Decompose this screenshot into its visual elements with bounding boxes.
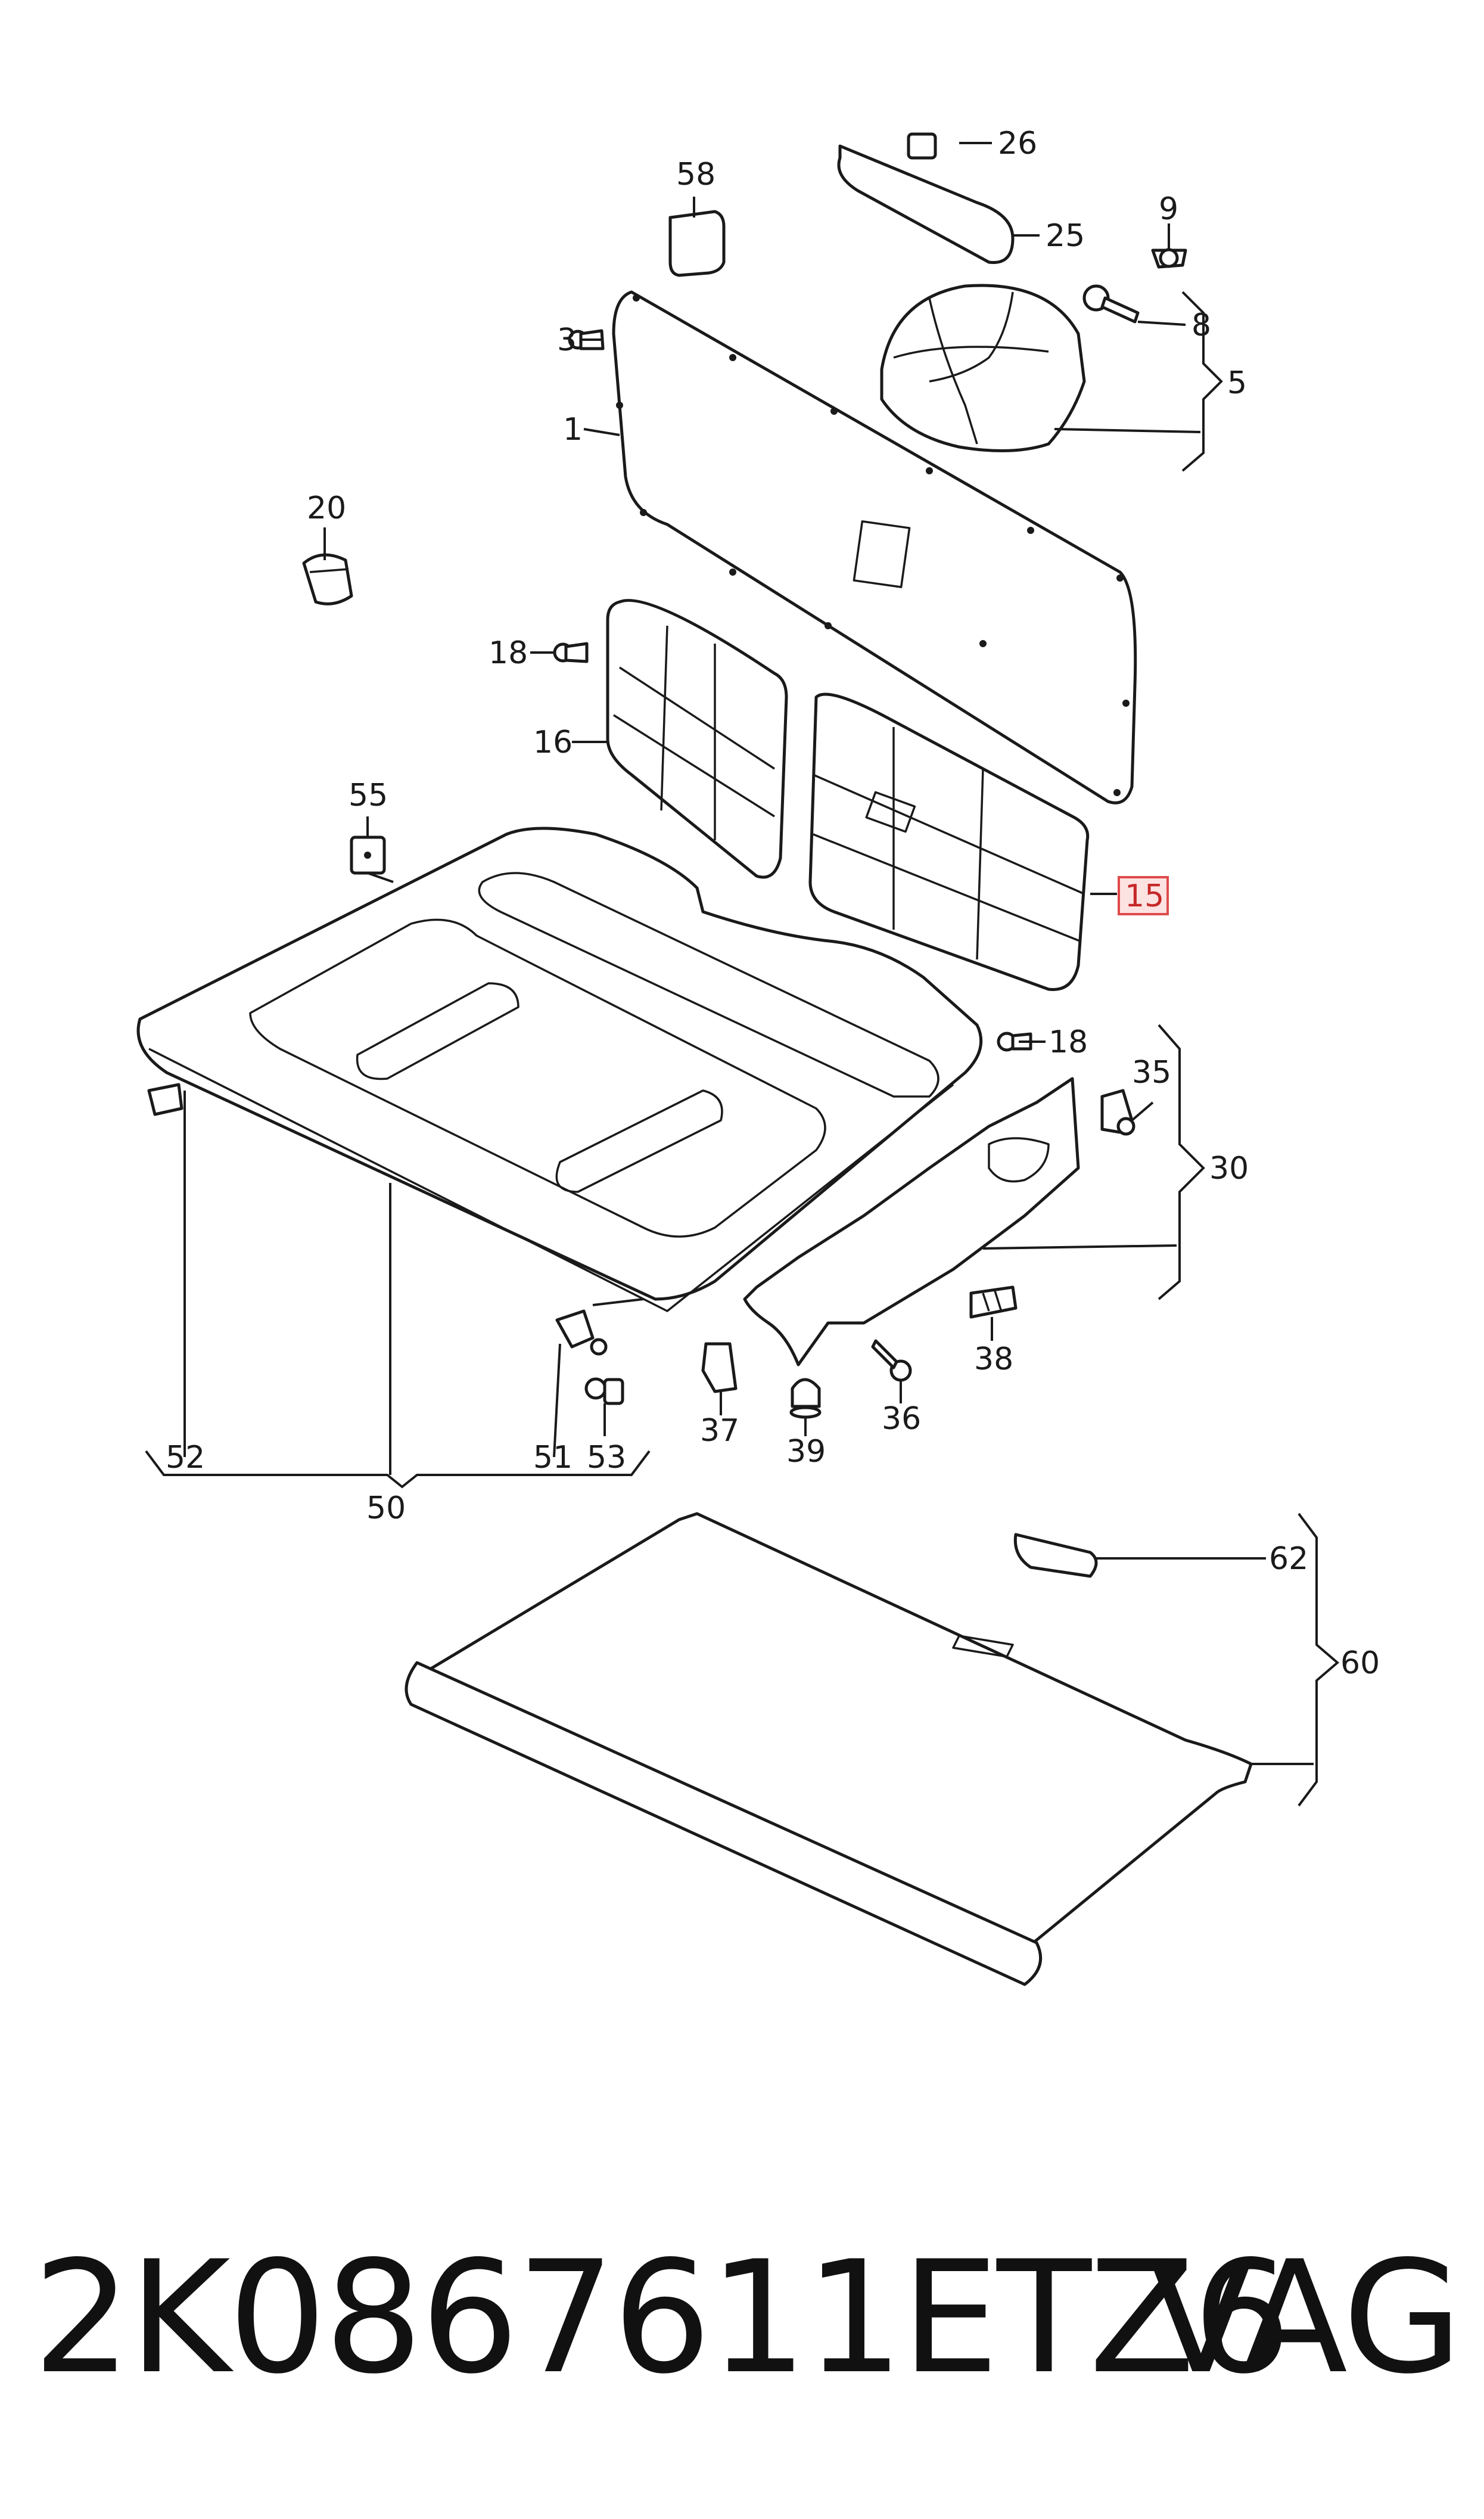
part-58-cap [668,210,726,277]
part-35-bracket [1100,1089,1135,1136]
label-16: 16 [533,725,573,760]
part-number: 2K0867611ETZ6 [33,2228,1291,2408]
part-38-latch [969,1285,1018,1319]
label-38: 38 [974,1341,1013,1377]
label-55: 55 [349,778,388,813]
part-52-clip [147,1083,183,1116]
part-18-screw-upper [553,642,589,663]
label-35: 35 [1132,1055,1171,1091]
part-20-hook [302,553,353,605]
part-30-side-trim [743,1077,1080,1366]
part-53-pin [584,1377,624,1405]
label-5: 5 [1227,365,1247,401]
label-26: 26 [998,126,1037,161]
label-50: 50 [366,1490,406,1526]
label-9: 9 [1159,191,1178,227]
callout-labels: 26 25 9 8 5 58 3 1 20 18 16 15 18 55 35 … [166,126,1380,1681]
label-25: 25 [1046,218,1085,254]
label-53: 53 [587,1440,626,1476]
label-3: 3 [557,322,577,358]
part-25-handle [837,144,1015,264]
label-62: 62 [1269,1541,1308,1577]
part-15-right-panel [808,692,1090,991]
leader-lines [145,142,1340,1807]
label-51: 51 [533,1440,573,1476]
part-36-screw [871,1339,912,1382]
label-20: 20 [307,490,346,526]
part-50-floor-panel [136,827,983,1312]
label-30: 30 [1209,1151,1249,1186]
part-9-screw [1151,248,1187,269]
part-5-cover [880,284,1086,452]
label-1: 1 [563,412,583,448]
part-16-left-panel [606,599,788,879]
part-8-bolt [1082,284,1140,324]
label-60: 60 [1340,1645,1380,1681]
label-18-lower: 18 [1049,1024,1088,1060]
label-58: 58 [676,157,715,192]
label-15-highlight [1118,876,1169,915]
part-39-grommet [789,1378,822,1419]
part-26-clip [907,132,937,160]
label-15: 15 [1125,878,1164,914]
label-37: 37 [700,1413,739,1449]
label-18-upper: 18 [489,635,528,671]
part-55-clip [350,835,386,875]
footer: 2K0867611ETZ6 VAG [0,2241,1484,2419]
part-60-luggage-cover [405,1512,1253,1986]
part-51-pin [555,1309,608,1356]
label-8: 8 [1191,308,1211,343]
part-37-clip [701,1342,738,1393]
label-52: 52 [166,1440,205,1476]
part-1-upper-panel [612,290,1137,805]
part-62-handle-insert [1013,1533,1098,1578]
label-39: 39 [786,1434,826,1470]
brand-label: VAG [1148,2228,1463,2408]
label-36: 36 [882,1401,921,1437]
